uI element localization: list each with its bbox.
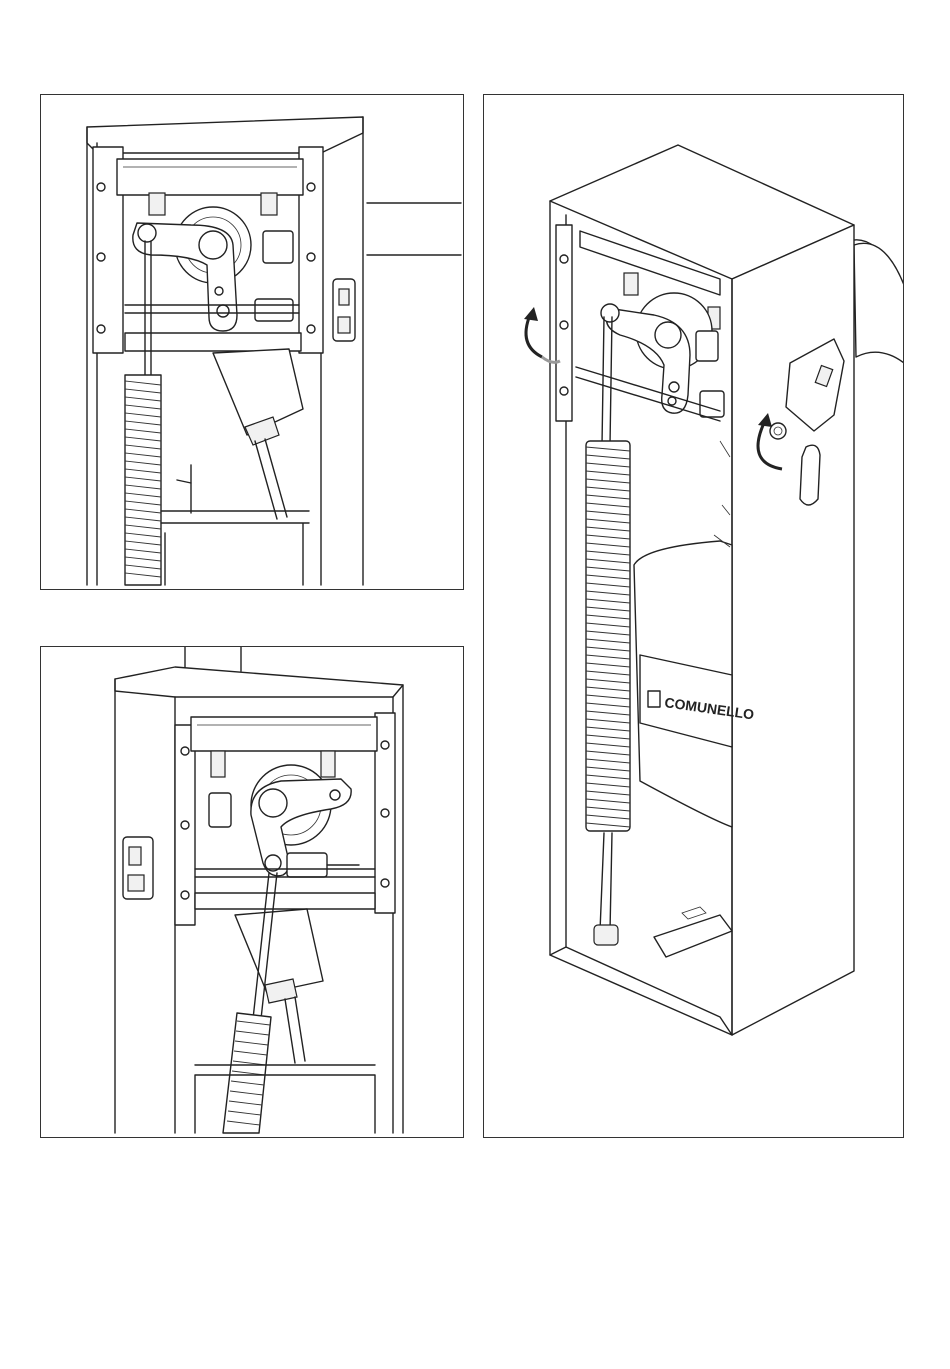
bolt-hole (97, 325, 105, 333)
barrier-beam (367, 203, 461, 255)
top-bracket (117, 159, 303, 195)
adjust-bolt-left (149, 193, 165, 215)
crank-pivot (259, 789, 287, 817)
cabinet-drawing-right: COMUNELLO (484, 95, 904, 1138)
crossbar (576, 367, 720, 421)
lower-anchor (594, 925, 618, 945)
spring-rod (602, 317, 612, 445)
bolt-hole (307, 183, 315, 191)
lower-spring-rod (600, 833, 612, 931)
adjust-bolt-right (321, 751, 335, 777)
limit-switch-upper (696, 331, 718, 361)
spring-attach-pin (138, 224, 156, 242)
panel-top-left-mechanism-view (40, 94, 464, 590)
base-recess (654, 915, 732, 957)
top-bracket (191, 717, 377, 751)
mechanism-drawing-top-left (41, 95, 464, 590)
limit-switch-upper (263, 231, 293, 263)
arrow-head (524, 307, 538, 321)
lower-bracket (195, 893, 375, 909)
limit-switch-lower (700, 391, 724, 417)
limit-switch-upper (209, 793, 231, 827)
crank-pivot (655, 322, 681, 348)
panel-right-cabinet-view: COMUNELLO (483, 94, 904, 1138)
base-frame (161, 511, 309, 585)
bolt-hole (97, 253, 105, 261)
mechanism-drawing-bottom-left (41, 647, 464, 1138)
limit-switch-lower (255, 299, 293, 321)
base-frame (195, 1065, 375, 1133)
limit-switch-lower (287, 853, 327, 877)
barrier-beam (185, 647, 241, 671)
crank-pivot (199, 231, 227, 259)
bolt-hole (307, 253, 315, 261)
bolt-hole (97, 183, 105, 191)
rotation-arrow-left (526, 315, 542, 357)
lock-keyhole (770, 423, 786, 439)
panel-bottom-left-mechanism-view (40, 646, 464, 1138)
adjust-bolt-right (261, 193, 277, 215)
bolt-hole (307, 325, 315, 333)
motor-shaft (285, 997, 305, 1063)
adjust-bolt-left (211, 751, 225, 777)
adjust-bolt-left (624, 273, 638, 295)
motor-body (235, 909, 323, 993)
cabinet-lid (115, 667, 403, 697)
lock-handle (800, 445, 820, 505)
motor-shaft (255, 439, 287, 519)
brand-logo-icon (648, 691, 660, 707)
balance-spring (586, 441, 630, 831)
